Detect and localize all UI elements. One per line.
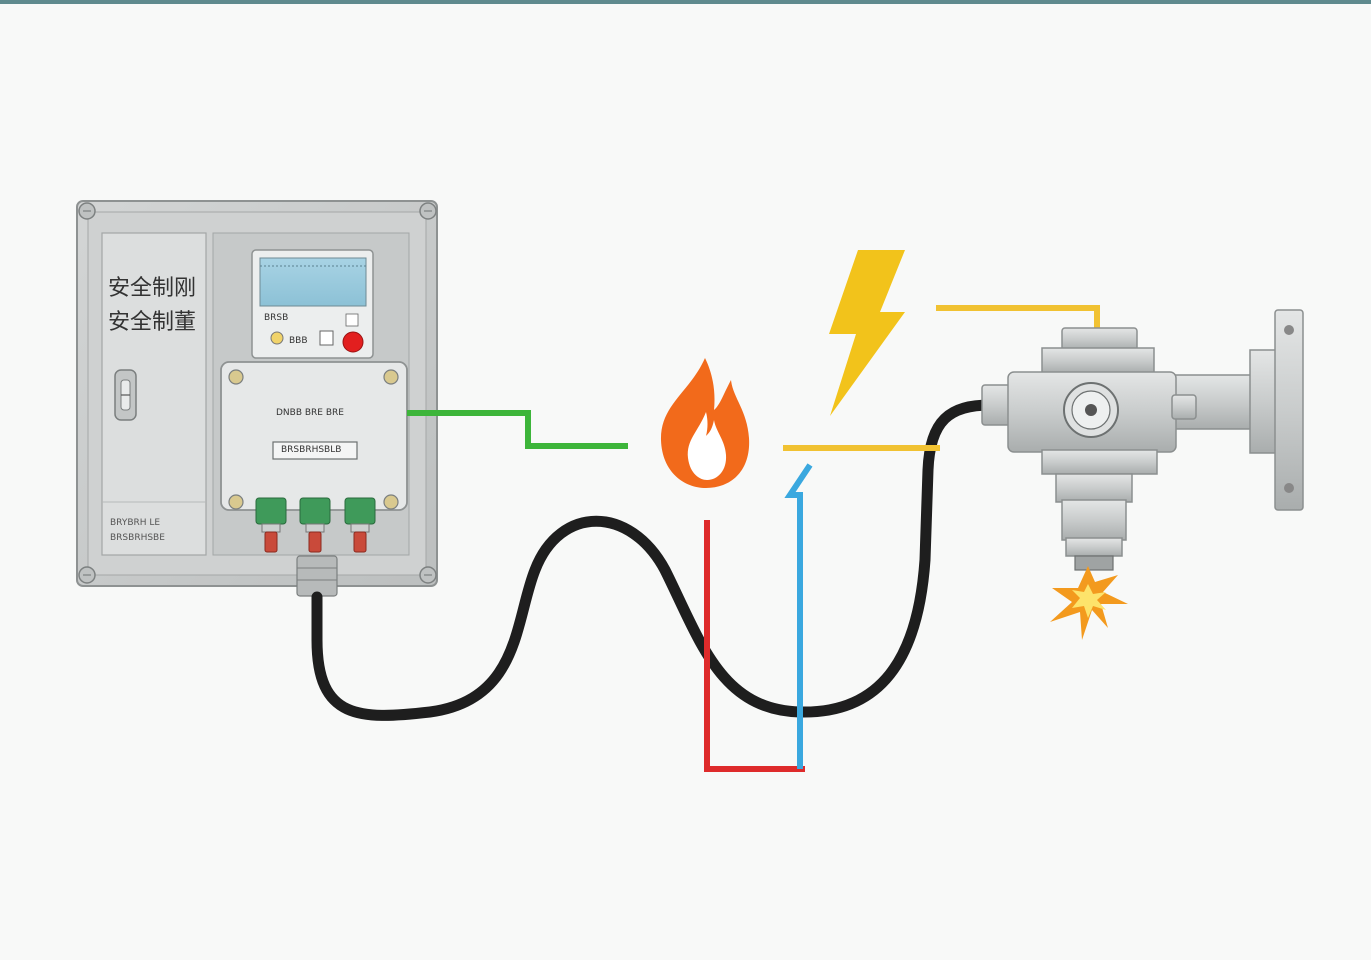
junction-box-screws [228,369,399,510]
panel-footer-line2: BRSBRHSBE [110,533,165,543]
panel-title-line2: 安全制董 [108,310,197,335]
blue-wire [784,463,813,769]
red-wire [704,520,805,772]
valve-assembly [981,309,1304,571]
yellow-wire-top [936,305,1100,330]
green-wire [407,410,628,449]
junction-box-label: DNBB BRE BRE [276,408,344,418]
top-accent-bar [0,0,1371,4]
nameplate-text: BRSBRHSBLB [281,445,342,455]
lcd-screen [259,257,367,307]
display-row2: BBB [289,336,308,346]
switch-icon [319,330,334,346]
cable-glands [255,497,376,553]
panel-footer-line1: BRYBRH LE [110,518,161,528]
nameplate [272,441,358,460]
junction-box [220,361,408,511]
indicator-icon [270,331,284,345]
emergency-stop-button [342,331,364,353]
mounting-flange [1274,309,1304,511]
control-panel [76,200,438,597]
lightning-icon [829,250,905,416]
display-row1: BRSB [264,313,289,323]
panel-title-line1: 安全制刚 [108,276,197,301]
bottom-cable-gland [296,555,338,597]
spark-icon [1050,566,1128,640]
black-cable [311,399,996,721]
fire-icon [660,358,750,488]
